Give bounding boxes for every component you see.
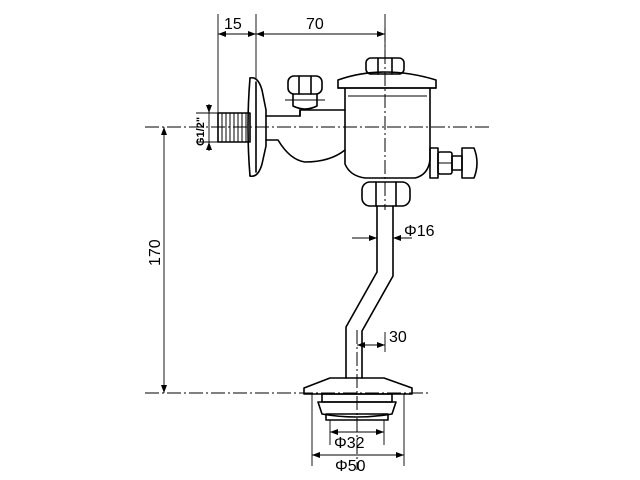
- dimension-outer-outlet: Φ50: [312, 452, 404, 475]
- dimension-thread: G1/2": [195, 104, 212, 151]
- inlet-upper-nut: [285, 75, 325, 110]
- dimension-height: 170: [147, 127, 167, 393]
- dimension-pipe-diameter: Φ16: [352, 223, 435, 241]
- union-nut: [361, 181, 411, 207]
- dimension-horizontal-reach: 70: [256, 16, 385, 37]
- outlet-pipe: [345, 205, 394, 379]
- extension-lines: [196, 14, 405, 466]
- inlet-body: [265, 109, 346, 163]
- dimension-label-15: 15: [224, 16, 242, 33]
- valve-body: [337, 71, 437, 179]
- dimension-offset: 30: [357, 329, 407, 352]
- outlet-flange: [303, 377, 413, 421]
- push-button: [429, 147, 478, 179]
- dimension-label-phi50: Φ50: [335, 458, 366, 475]
- dimension-label-phi32: Φ32: [334, 435, 365, 452]
- dimension-label-phi16: Φ16: [404, 223, 435, 240]
- dimension-inner-outlet: Φ32: [330, 429, 384, 452]
- dimension-label-thread: G1/2": [195, 117, 207, 146]
- dimension-label-70: 70: [306, 16, 324, 33]
- threaded-inlet: [217, 112, 251, 143]
- dimension-label-30: 30: [389, 329, 407, 346]
- dimension-flange-offset: 15: [218, 16, 256, 37]
- wall-flange: [247, 76, 267, 178]
- dimension-label-170: 170: [147, 239, 164, 266]
